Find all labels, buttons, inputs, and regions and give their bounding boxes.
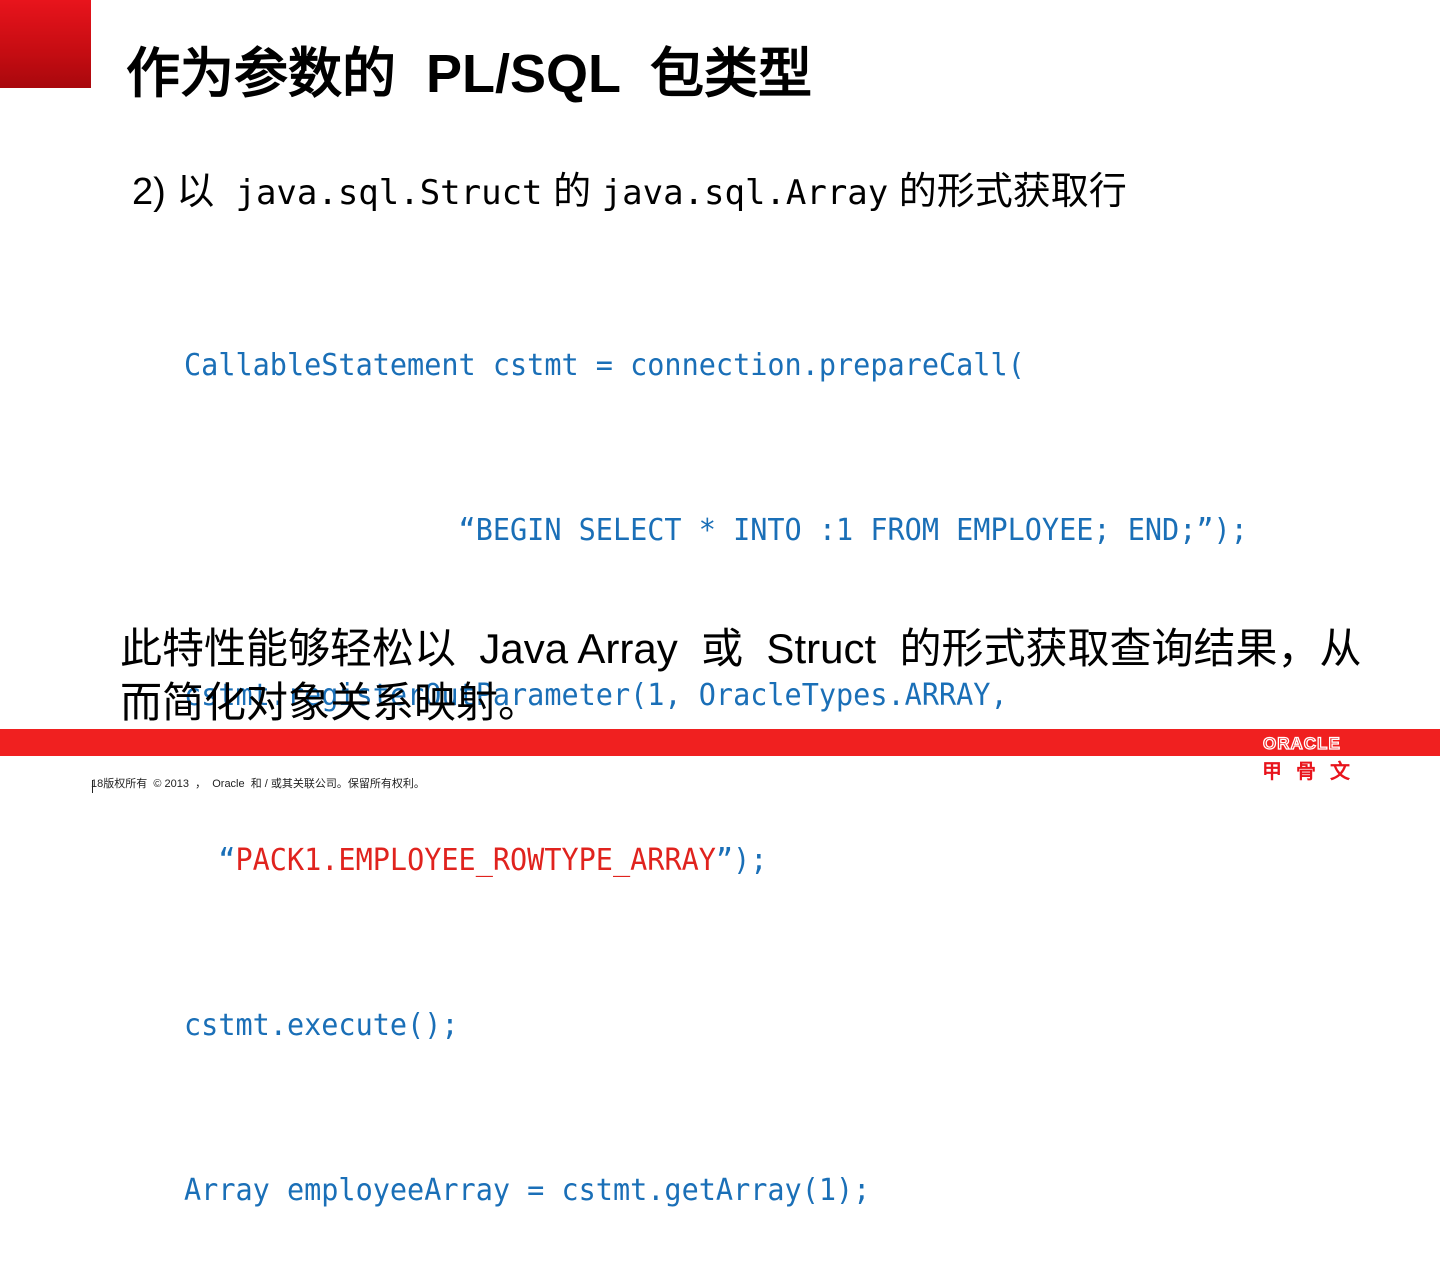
code-line-4-close: ”); (715, 843, 768, 878)
sub-heading-text-3: 的形式获取行 (888, 171, 1127, 213)
code-line-4-open: “ (184, 843, 236, 878)
summary-paragraph: 此特性能够轻松以 Java Array 或 Struct 的形式获取查询结果，从… (120, 622, 1430, 730)
summary-line-2: 而简化对象关系映射。 (120, 679, 541, 726)
copyright-text: 版权所有 © 2013 ， Oracle 和 / 或其关联公司。保留所有权利。 (103, 778, 425, 790)
sub-heading-text-1: 以 (165, 171, 236, 213)
sub-heading-class-array: java.sql.Array (601, 173, 889, 213)
sub-heading-text-2: 的 (542, 171, 602, 213)
sub-heading-number: 2) (132, 171, 166, 213)
code-line-3: cstmt.registerOutParameter(1, OracleType… (184, 678, 1008, 713)
code-line-4-type-name: PACK1.EMPLOYEE_ROWTYPE_ARRAY (235, 843, 716, 878)
code-line-5: cstmt.execute(); (184, 1008, 459, 1043)
oracle-chinese-wordmark: 甲骨文 (1262, 759, 1364, 782)
sub-heading-class-struct: java.sql.Struct (235, 173, 543, 213)
oracle-logo: ORACLE (1262, 733, 1341, 753)
corner-accent-block (0, 0, 91, 88)
sub-heading: 2) 以 java.sql.Struct 的 java.sql.Array 的形… (132, 166, 1127, 219)
oracle-wordmark: ORACLE (1263, 734, 1341, 753)
footer-divider (92, 780, 93, 793)
code-line-2: “BEGIN SELECT * INTO :1 FROM EMPLOYEE; E… (184, 513, 1248, 548)
code-line-1: CallableStatement cstmt = connection.pre… (184, 348, 1025, 383)
page-number: 18 (91, 778, 104, 790)
oracle-chinese-logo: 甲骨文 (1262, 759, 1364, 782)
code-line-6: Array employeeArray = cstmt.getArray(1); (184, 1173, 871, 1208)
code-line-4: “PACK1.EMPLOYEE_ROWTYPE_ARRAY”); (184, 833, 1248, 888)
footer-copyright: 18版权所有 © 2013 ， Oracle 和 / 或其关联公司。保留所有权利… (91, 776, 425, 792)
footer-red-band (0, 729, 1440, 756)
summary-line-1: 此特性能够轻松以 Java Array 或 Struct 的形式获取查询结果，从 (120, 625, 1362, 672)
slide-title: 作为参数的 PL/SQL 包类型 (126, 44, 813, 104)
